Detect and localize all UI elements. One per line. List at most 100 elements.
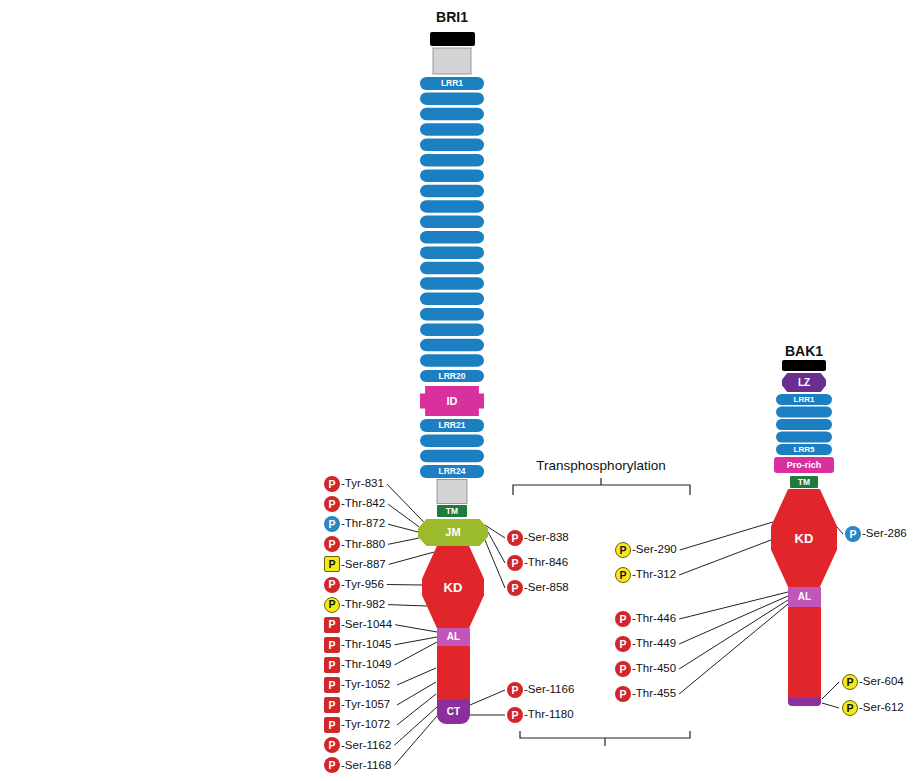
p-badge: P [507,530,523,546]
p-badge: P [615,611,631,627]
domain-box: Pro-rich [774,457,834,473]
residue-label: -Thr-872 [341,518,385,530]
leader-line [680,522,773,550]
p-badge: P [324,617,340,633]
phospho-site: P-Thr-880 [324,535,385,553]
p-badge-text: P [511,710,518,721]
phospho-site: P-Thr-312 [615,566,676,584]
residue-label: -Thr-455 [632,688,676,700]
p-badge: P [615,636,631,652]
domain-label: LZ [798,378,810,388]
leader-line [388,538,419,544]
residue-label: -Thr-312 [632,569,676,581]
leader-line [394,707,437,745]
p-badge: P [324,657,340,673]
domain-box: TM [790,476,818,488]
leader-line [397,668,436,685]
lrr-oval [776,432,832,443]
top-bracket [513,478,690,495]
lrr-oval [420,308,484,321]
domain-shape [422,546,484,628]
residue-label: -Tyr-1052 [341,679,390,691]
domain-label: KD [444,581,463,594]
bracket [513,478,690,746]
kinase-c-lobe [437,646,470,700]
domain-shape [782,373,826,392]
leader-line [395,637,438,645]
domain-label: TM [798,478,810,487]
leader-line [679,540,771,575]
signal-cap [782,360,826,371]
p-badge: P [615,542,631,558]
domain-label: ID [447,396,458,407]
domain-label: Pro-rich [787,461,822,470]
leader-line [485,540,505,588]
lrr-oval [420,293,484,306]
p-badge-text: P [619,664,626,675]
p-badge: P [324,476,340,492]
phospho-site: P-Thr-449 [615,635,676,653]
lrr-oval [420,92,484,105]
lrr-oval [420,246,484,259]
residue-label: -Thr-450 [632,663,676,675]
domain-label: LRR20 [439,372,466,381]
phospho-site: P-Tyr-831 [324,475,384,493]
lrr-oval [420,450,484,463]
leader-line [837,527,843,534]
lrr-oval [420,434,484,447]
p-badge: P [324,717,340,733]
leader-line [395,625,437,632]
domain-shape [420,386,484,416]
phospho-site: P-Ser-838 [507,529,569,547]
domain-label: LRR5 [794,446,815,454]
residue-label: -Ser-612 [859,702,904,714]
domain-label: KD [795,532,814,545]
p-badge-text: P [328,479,335,490]
p-badge-text: P [328,760,335,771]
p-badge-text: P [328,559,335,570]
c-terminal-tail [788,698,821,706]
p-badge: P [507,707,523,723]
phospho-site: P-Tyr-956 [324,576,384,594]
domain-label: LRR24 [439,467,466,476]
p-badge: P [615,661,631,677]
leader-line [387,584,422,586]
lrr-oval [420,123,484,136]
residue-label: -Thr-846 [524,557,568,569]
leader-line [679,596,788,644]
domain-box: KD [422,546,484,628]
domain-box: ID [420,386,484,416]
p-badge: P [507,555,523,571]
phospho-site: P-Ser-887 [324,555,386,573]
lrr-oval [420,339,484,352]
p-badge-text: P [328,680,335,691]
domain-label: CT [447,707,460,717]
lrr-oval [420,323,484,336]
leader-line [389,552,434,564]
lrr-oval [420,169,484,182]
p-badge: P [324,577,340,593]
domain-box: AL [788,587,821,607]
phospho-site: P-Ser-290 [615,541,677,559]
residue-label: -Thr-1180 [524,709,574,721]
residue-label: -Ser-1166 [524,684,574,696]
p-badge-text: P [849,529,856,540]
domain-box: LRR24 [420,465,484,478]
lrr-oval [776,407,832,418]
juxta-extracellular [437,480,467,504]
lrr-oval [420,108,484,121]
p-badge: P [842,700,858,716]
domain-box: LZ [782,373,826,392]
residue-label: -Thr-842 [341,498,385,510]
domain-label: TM [446,507,458,516]
phospho-site: P-Thr-1049 [324,656,392,674]
residue-label: -Thr-982 [341,599,385,611]
phospho-site: P-Tyr-1072 [324,716,390,734]
p-badge-text: P [619,614,626,625]
p-badge: P [615,686,631,702]
residue-label: -Thr-1049 [341,659,392,671]
lrr-oval [420,216,484,229]
residue-label: -Thr-880 [341,539,385,551]
p-badge-text: P [328,700,335,711]
